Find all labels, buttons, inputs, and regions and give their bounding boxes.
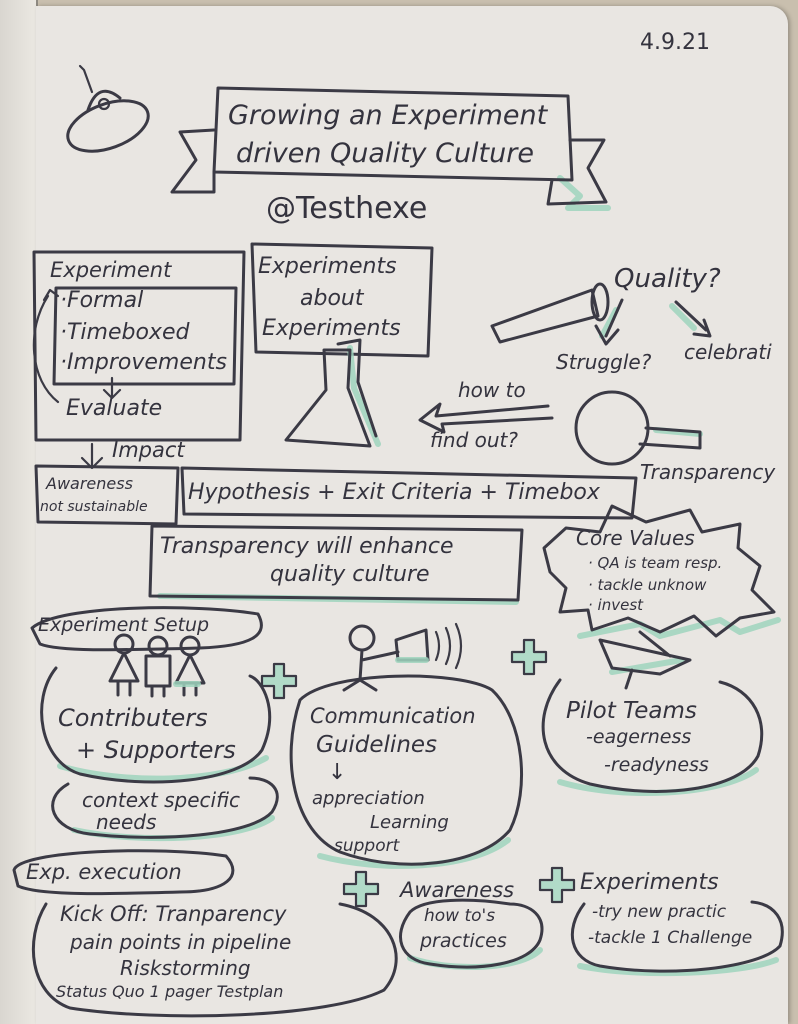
awareness2-line-3: practices [420, 930, 507, 952]
date-label: 4.9.21 [640, 30, 710, 55]
plus-icons [260, 638, 576, 908]
title-line-1: Growing an Experiment [228, 100, 548, 131]
pilot-teams-title: Pilot Teams [566, 698, 697, 724]
core-values-title: Core Values [576, 526, 695, 550]
ufo-icon [66, 64, 150, 153]
awareness2-line-2: how to's [424, 906, 496, 926]
context-bubble [51, 776, 279, 842]
awareness-line-1: Awareness [46, 474, 133, 493]
execution-title: Exp. execution [26, 860, 182, 884]
evaluate-label: Evaluate [66, 396, 163, 421]
title-line-2: driven Quality Culture [236, 138, 534, 169]
communication-title-2: Guidelines [316, 732, 438, 758]
pilot-teams-bubble [541, 678, 764, 797]
experiment-setup-bubble [30, 606, 263, 652]
experiments-about-line-2: about [300, 286, 364, 311]
transparency-box-line-2: quality culture [270, 562, 430, 587]
contributors-line-2: + Supporters [76, 736, 236, 764]
impact-label: Impact [112, 438, 185, 462]
experiment-setup-label: Experiment Setup [38, 614, 210, 636]
experiments-about-box [250, 242, 434, 358]
execution-line-1: Kick Off: Tranparency [60, 902, 287, 926]
how-to-label: how to [458, 378, 526, 402]
contributors-bubble [40, 666, 272, 784]
context-line-1: context specific [82, 788, 240, 812]
title-banner [170, 86, 611, 211]
transparency-box-line-1: Transparency will enhance [160, 534, 454, 559]
communication-arrow: ↓ [328, 760, 347, 785]
people-icon [108, 633, 206, 698]
quality-arrows [594, 298, 712, 346]
experiment-heading: Experiment [50, 258, 172, 282]
contributors-line-1: Contributers [58, 704, 208, 732]
awareness2-line-1: Awareness [400, 878, 515, 902]
hypothesis-text: Hypothesis + Exit Criteria + Timebox [188, 480, 600, 505]
hypothesis-box [180, 466, 638, 520]
experiment-item-2: ·Timeboxed [60, 320, 190, 345]
experiments-bubble [570, 900, 784, 977]
context-line-2: needs [96, 810, 157, 834]
experiments2-line-1: Experiments [580, 870, 719, 895]
execution-line-4: Status Quo 1 pager Testplan [56, 982, 284, 1001]
awareness-box [34, 464, 180, 526]
pilot-teams-item-1: -eagerness [586, 726, 692, 748]
experiment-item-3: ·Improvements [60, 350, 227, 375]
communication-item-2: Learning [370, 812, 449, 833]
pilot-teams-item-2: -readyness [604, 754, 709, 776]
find-out-label: find out? [430, 428, 519, 452]
how-to-arrow [418, 402, 554, 434]
communication-title-1: Communication [310, 704, 476, 728]
experiments2-line-3: -tackle 1 Challenge [588, 928, 753, 948]
struggle-label: Struggle? [556, 350, 652, 374]
experiments-about-line-1: Experiments [258, 254, 397, 279]
awareness-bubble [399, 898, 544, 971]
communication-item-1: appreciation [312, 788, 425, 809]
megaphone-person-icon [342, 622, 463, 692]
quality-label: Quality? [614, 264, 721, 294]
core-values-item-1: · QA is team resp. [588, 554, 723, 572]
awareness-line-2: not sustainable [40, 499, 148, 515]
flasks-icon [284, 338, 381, 448]
transparency-box [148, 524, 524, 605]
execution-bubble [32, 902, 398, 1018]
execution-line-2: pain points in pipeline [70, 930, 292, 954]
core-values-item-2: · tackle unknow [588, 576, 707, 594]
experiments2-line-2: -try new practic [592, 902, 727, 922]
execution-title-bubble [12, 849, 235, 896]
experiment-item-1: ·Formal [60, 288, 144, 313]
core-values-starburst [542, 504, 781, 639]
core-values-item-3: · invest [588, 596, 644, 614]
experiments-about-line-3: Experiments [262, 316, 401, 341]
celebrate-label: celebrati [684, 340, 772, 364]
author-handle: @Testhexe [266, 191, 428, 226]
communication-bubble [289, 674, 524, 869]
paper-plane-icon [598, 630, 692, 690]
execution-line-3: Riskstorming [120, 956, 251, 980]
horn-icon [490, 282, 610, 344]
magnifier-icon [574, 390, 703, 466]
transparency-label: Transparency [640, 460, 776, 484]
experiment-box [32, 250, 246, 470]
communication-item-3: support [334, 836, 400, 856]
